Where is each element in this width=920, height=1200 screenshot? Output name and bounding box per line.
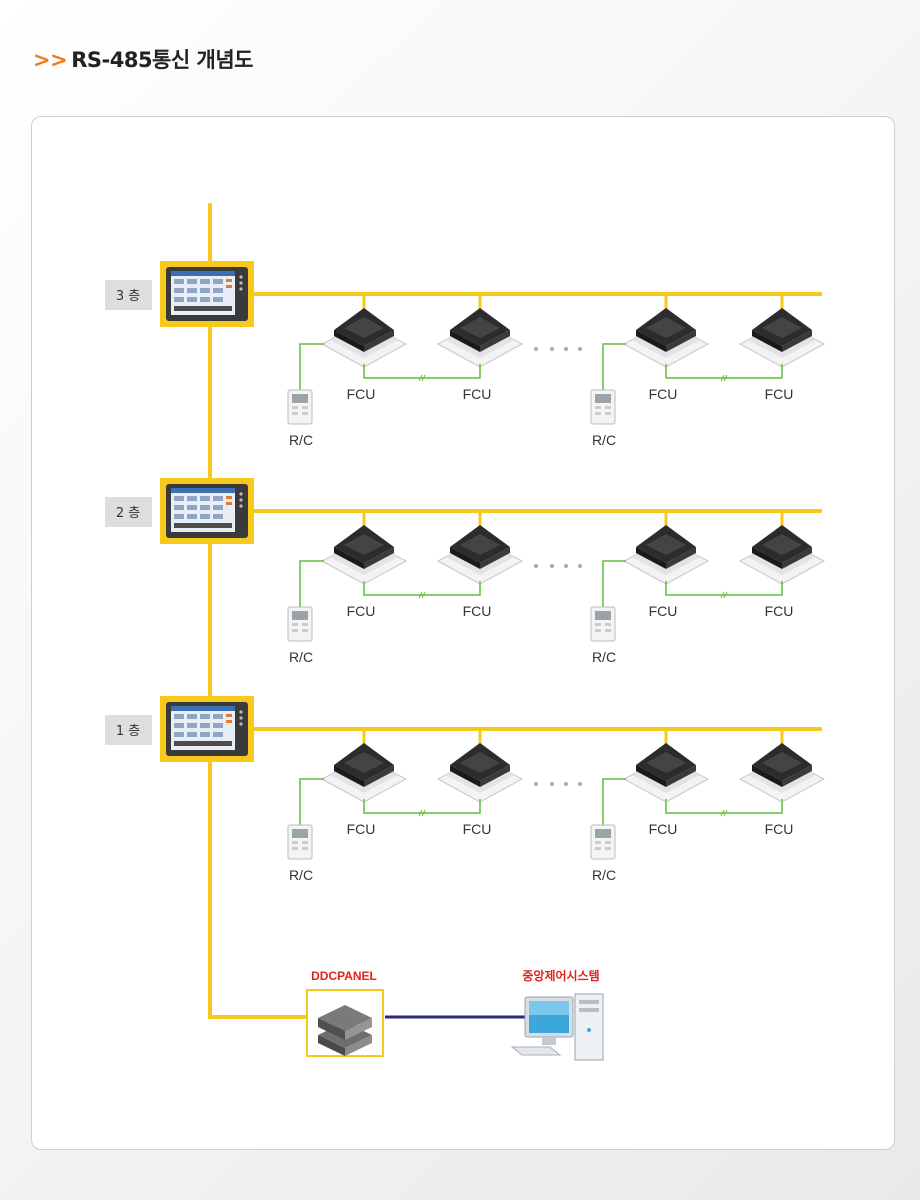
floor-label-box [105, 497, 152, 527]
fcu-unit-icon [437, 307, 523, 368]
rc-label: R/C [592, 867, 616, 883]
fcu-link-line [665, 799, 783, 814]
continuation-dot [550, 564, 554, 568]
continuation-dot [578, 347, 582, 351]
link-break-mark [723, 809, 728, 817]
link-break-mark [723, 374, 728, 382]
fcu-label: FCU [649, 386, 678, 402]
fcu-link-line [363, 799, 481, 814]
rc-label: R/C [289, 867, 313, 883]
rc-link-line [299, 778, 324, 827]
rc-label: R/C [592, 649, 616, 665]
fcu-unit-icon [739, 742, 825, 803]
fcu-label: FCU [463, 821, 492, 837]
touch-panel-icon [160, 696, 254, 762]
ddc-panel-label: DDCPANEL [311, 969, 377, 983]
floor-3-group: 3 층 FCU FCU FCU FCU R/C R/C [105, 261, 825, 448]
continuation-dot [534, 564, 538, 568]
continuation-dot [578, 564, 582, 568]
remote-controller-icon [590, 824, 616, 860]
computer-icon [510, 993, 604, 1061]
rc-label: R/C [592, 432, 616, 448]
remote-controller-icon [590, 606, 616, 642]
floor-label-box [105, 715, 152, 745]
fcu-link-line [363, 581, 481, 596]
floor-2-group: 2 층 FCU FCU FCU FCU R/C R/C [105, 478, 825, 665]
touch-panel-icon [160, 261, 254, 327]
fcu-unit-icon [623, 524, 709, 585]
fcu-unit-icon [321, 307, 407, 368]
page-title: >>RS-485통신 개념도 [33, 44, 253, 74]
floor-label: 3 층 [116, 289, 140, 304]
continuation-dot [564, 347, 568, 351]
continuation-dot [534, 347, 538, 351]
fcu-label: FCU [765, 386, 794, 402]
link-break-mark [418, 374, 423, 382]
touch-panel-icon [160, 478, 254, 544]
continuation-dot [550, 782, 554, 786]
rc-label: R/C [289, 432, 313, 448]
fcu-label: FCU [765, 821, 794, 837]
continuation-dot [564, 782, 568, 786]
remote-controller-icon [287, 824, 313, 860]
fcu-label: FCU [347, 821, 376, 837]
rc-link-line [602, 343, 626, 392]
fcu-label: FCU [347, 603, 376, 619]
fcu-unit-icon [739, 524, 825, 585]
rc-link-line [602, 560, 626, 609]
fcu-link-line [665, 581, 783, 596]
link-break-mark [421, 809, 426, 817]
fcu-unit-icon [623, 742, 709, 803]
fcu-label: FCU [649, 603, 678, 619]
fcu-unit-icon [321, 742, 407, 803]
remote-controller-icon [287, 606, 313, 642]
ddc-panel-icon [318, 1005, 372, 1056]
link-break-mark [418, 591, 423, 599]
fcu-link-line [665, 364, 783, 379]
fcu-label: FCU [463, 386, 492, 402]
rc-label: R/C [289, 649, 313, 665]
rc-link-line [602, 778, 626, 827]
continuation-dot [578, 782, 582, 786]
fcu-link-line [363, 364, 481, 379]
fcu-unit-icon [739, 307, 825, 368]
central-control-label: 중앙제어시스템 [522, 968, 599, 983]
fcu-label: FCU [649, 821, 678, 837]
fcu-label: FCU [347, 386, 376, 402]
floor-label-box [105, 280, 152, 310]
link-break-mark [723, 591, 728, 599]
link-break-mark [720, 591, 725, 599]
link-break-mark [720, 809, 725, 817]
arrow-icon: >> [33, 48, 68, 72]
rc-link-line [299, 560, 324, 609]
fcu-unit-icon [437, 742, 523, 803]
link-break-mark [421, 591, 426, 599]
fcu-unit-icon [437, 524, 523, 585]
fcu-unit-icon [321, 524, 407, 585]
link-break-mark [720, 374, 725, 382]
fcu-label: FCU [765, 603, 794, 619]
rc-link-line [299, 343, 324, 392]
page-title-text: RS-485통신 개념도 [71, 48, 253, 72]
fcu-unit-icon [623, 307, 709, 368]
link-break-mark [418, 809, 423, 817]
fcu-label: FCU [463, 603, 492, 619]
link-break-mark [421, 374, 426, 382]
continuation-dot [550, 347, 554, 351]
continuation-dot [564, 564, 568, 568]
continuation-dot [534, 782, 538, 786]
floor-label: 1 층 [116, 724, 140, 739]
remote-controller-icon [287, 389, 313, 425]
floor-1-group: 1 층 FCU FCU FCU FCU R/C R/C [105, 696, 825, 883]
floor-label: 2 층 [116, 506, 140, 521]
remote-controller-icon [590, 389, 616, 425]
